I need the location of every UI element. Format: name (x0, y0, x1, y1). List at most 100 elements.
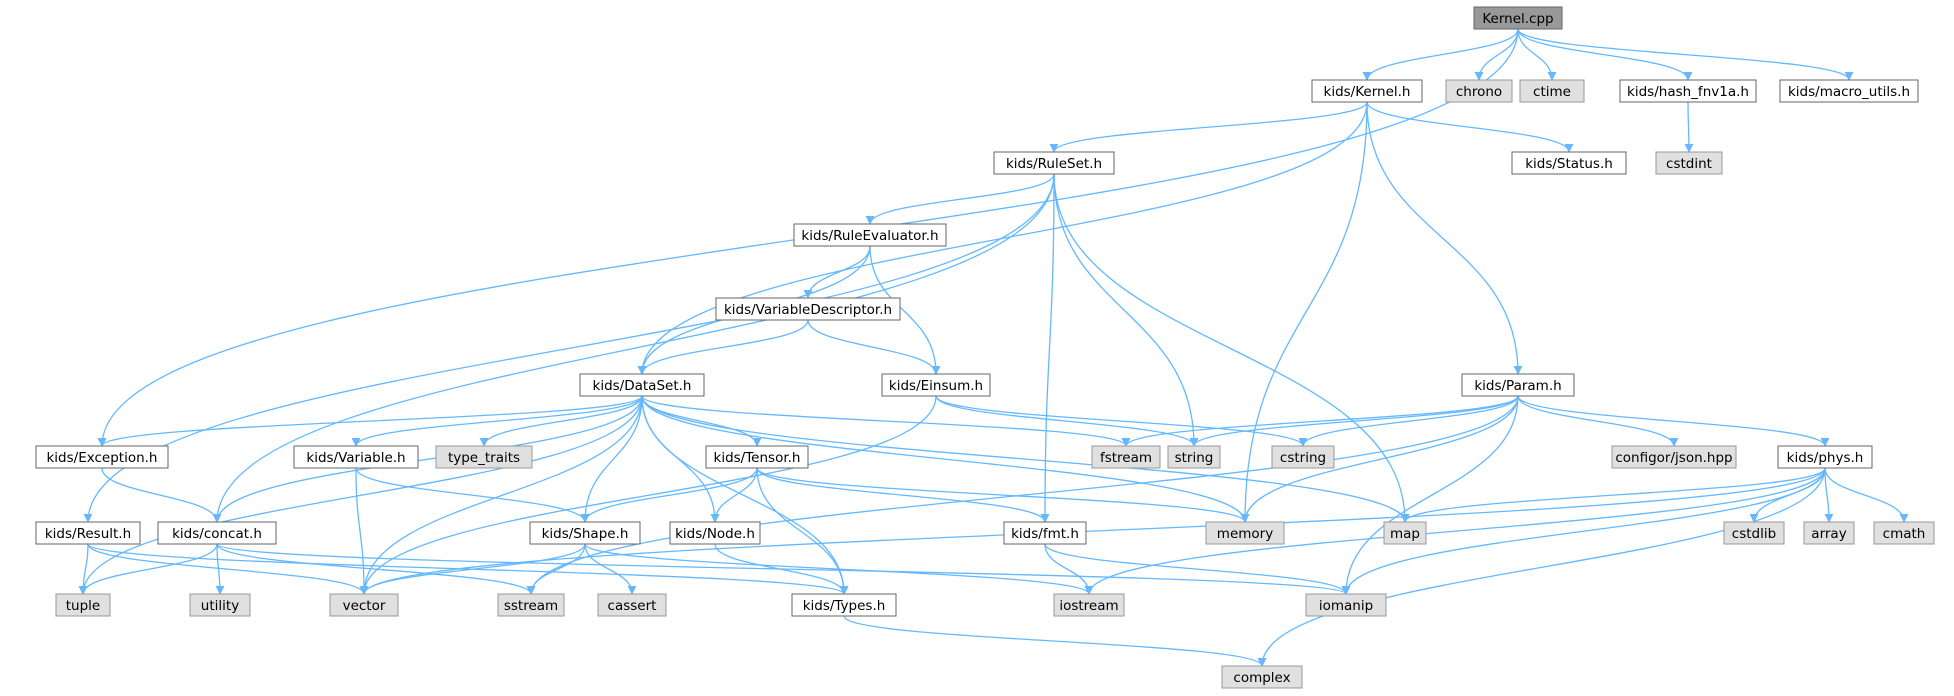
edge-param-to-fstream (1121, 395, 1519, 447)
node-status[interactable]: kids/Status.h (1511, 151, 1627, 175)
node-label: type_traits (448, 450, 520, 466)
edge-phys-to-complex (1257, 467, 1826, 667)
node-box (793, 223, 947, 247)
node-cmath: cmath (1873, 521, 1935, 545)
edge-ruleset-to-string (1053, 173, 1199, 447)
node-kernel-cpp[interactable]: Kernel.cpp (1473, 6, 1563, 30)
node-box (1777, 445, 1873, 469)
edge-ruleset-to-map (1053, 173, 1410, 523)
node-box (157, 521, 277, 545)
node-cassert: cassert (597, 593, 667, 617)
node-box (1611, 445, 1737, 469)
node-ruleeval[interactable]: kids/RuleEvaluator.h (793, 223, 947, 247)
node-label: cstring (1280, 450, 1326, 466)
edges-layer (78, 28, 1909, 667)
node-label: kids/Param.h (1474, 378, 1561, 394)
node-label: kids/Status.h (1525, 156, 1613, 172)
node-einsum[interactable]: kids/Einsum.h (881, 373, 991, 397)
node-vardesc[interactable]: kids/VariableDescriptor.h (715, 297, 901, 321)
node-dataset[interactable]: kids/DataSet.h (579, 373, 705, 397)
node-label: complex (1233, 670, 1290, 686)
node-shape[interactable]: kids/Shape.h (529, 521, 641, 545)
node-label: iomanip (1319, 598, 1373, 614)
node-label: kids/Shape.h (542, 526, 629, 542)
node-box (1779, 79, 1919, 103)
node-box (529, 521, 641, 545)
node-phys[interactable]: kids/phys.h (1777, 445, 1873, 469)
edge-ruleset-to-concat (212, 173, 1055, 523)
node-box (1167, 445, 1221, 469)
node-box (1271, 445, 1335, 469)
edge-shape-to-sstream (526, 543, 586, 595)
edge-node-to-types (714, 543, 849, 595)
node-utility: utility (189, 593, 251, 617)
node-box (1461, 373, 1575, 397)
node-label: ctime (1533, 84, 1571, 100)
node-variable[interactable]: kids/Variable.h (293, 445, 419, 469)
node-types[interactable]: kids/Types.h (791, 593, 897, 617)
edge-variable-to-vector (355, 467, 369, 595)
node-label: kids/hash_fnv1a.h (1627, 84, 1749, 100)
node-box (329, 593, 399, 617)
node-box (435, 445, 533, 469)
edge-einsum-to-cstring (935, 395, 1308, 447)
node-fmt[interactable]: kids/fmt.h (1003, 521, 1087, 545)
node-label: iostream (1059, 598, 1118, 614)
edge-vardesc-to-dataset (637, 319, 809, 375)
edge-param-to-string (1189, 395, 1519, 447)
node-exception[interactable]: kids/Exception.h (35, 445, 169, 469)
node-node[interactable]: kids/Node.h (669, 521, 761, 545)
node-box (705, 445, 809, 469)
node-box (1873, 521, 1935, 545)
node-box (55, 593, 111, 617)
edge-kids_kernel-to-memory (1240, 101, 1368, 523)
node-box (1511, 151, 1627, 175)
node-sstream: sstream (497, 593, 565, 617)
node-box (1205, 521, 1285, 545)
edge-exception-to-concat (101, 467, 222, 523)
edge-phys-to-vector (359, 467, 1826, 595)
edge-param-to-phys (1517, 395, 1830, 447)
node-param[interactable]: kids/Param.h (1461, 373, 1575, 397)
node-ruleset[interactable]: kids/RuleSet.h (993, 151, 1115, 175)
edge-phys-to-iostream (1084, 467, 1826, 595)
node-cstring: cstring (1271, 445, 1335, 469)
edge-dataset-to-exception (97, 395, 643, 447)
edge-result-to-vector (87, 543, 369, 595)
node-label: kids/Einsum.h (889, 378, 983, 394)
edge-param-to-memory (1240, 395, 1519, 523)
node-macro[interactable]: kids/macro_utils.h (1779, 79, 1919, 103)
node-box (597, 593, 667, 617)
node-complex: complex (1221, 665, 1303, 689)
node-label: vector (343, 598, 386, 614)
edge-variable-to-shape (355, 467, 590, 523)
node-label: kids/Tensor.h (714, 450, 801, 466)
node-hash[interactable]: kids/hash_fnv1a.h (1619, 79, 1757, 103)
node-box (1445, 79, 1513, 103)
node-label: tuple (66, 598, 100, 614)
edge-shape-to-cassert (584, 543, 637, 595)
node-box (1519, 79, 1585, 103)
node-label: kids/concat.h (172, 526, 262, 542)
node-box (1003, 521, 1087, 545)
edge-dataset-to-concat (212, 395, 643, 523)
node-label: kids/Result.h (45, 526, 131, 542)
edge-ruleset-to-fmt (1040, 173, 1055, 523)
node-box (1803, 521, 1855, 545)
node-result[interactable]: kids/Result.h (35, 521, 141, 545)
node-box (1383, 521, 1427, 545)
node-label: kids/Node.h (675, 526, 755, 542)
node-fstream: fstream (1091, 445, 1161, 469)
edge-kernel_cpp-to-macro (1517, 28, 1854, 81)
edge-ruleeval-to-vardesc (803, 245, 871, 299)
node-box (993, 151, 1115, 175)
node-label: kids/Types.h (803, 598, 886, 614)
node-tensor[interactable]: kids/Tensor.h (705, 445, 809, 469)
edge-result-to-types (87, 543, 849, 595)
edge-tensor-to-memory (756, 467, 1250, 523)
node-concat[interactable]: kids/concat.h (157, 521, 277, 545)
edge-kernel_cpp-to-kids_kernel (1362, 28, 1519, 81)
node-memory: memory (1205, 521, 1285, 545)
node-kids-kernel[interactable]: kids/Kernel.h (1311, 79, 1423, 103)
